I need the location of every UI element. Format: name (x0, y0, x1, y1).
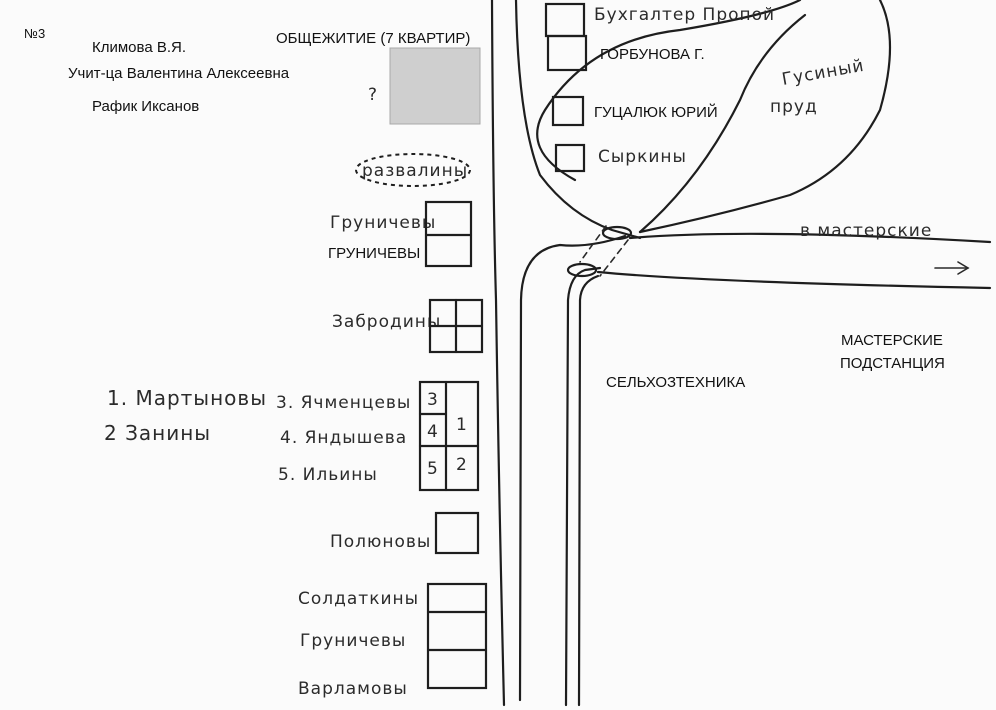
accountant-house (544, 2, 586, 38)
apartment-block (418, 380, 480, 492)
bottom-houses (426, 582, 488, 690)
bottom-family-2: Груничевы (300, 631, 406, 651)
polyunovy-house (434, 511, 480, 555)
main-road-east-edge (514, 0, 642, 240)
bottom-family-1: Солдаткины (298, 589, 419, 609)
pond-label-1: Гусиный (780, 56, 866, 90)
zabrodiny-label: Забродины (332, 312, 441, 332)
substation-label: ПОДСТАНЦИЯ (840, 355, 945, 372)
header-line-1: Климова В.Я. (92, 39, 186, 56)
ruins-label: развалины (362, 161, 468, 181)
bottom-family-3: Варламовы (298, 679, 408, 699)
list-right-1: 3. Ячменцевы (276, 393, 411, 413)
pond-inner-shore (638, 13, 807, 234)
side-road-east-edge (577, 274, 600, 707)
gruniche-typed: ГРУНИЧЕВЫ (328, 245, 420, 262)
gorbunova-label: ГОРБУНОВА Г. (600, 46, 705, 63)
dormitory-building (389, 47, 481, 125)
gorbunova-house (546, 34, 588, 72)
accountant-label: Бухгалтер Пропой (594, 5, 775, 25)
block-number-2: 2 (456, 455, 468, 475)
polyunovy-label: Полюновы (330, 532, 431, 552)
list-right-2: 4. Яндышева (280, 428, 407, 448)
list-left-1: 1. Мартыновы (107, 386, 267, 410)
pond-label-2: пруд (770, 97, 818, 117)
question-mark: ? (368, 85, 378, 105)
road-to-workshops-north (628, 232, 992, 244)
workshops-label: МАСТЕРСКИЕ (841, 332, 943, 349)
list-left-2: 2 Занины (104, 421, 211, 445)
main-road-inner-edge (518, 234, 627, 702)
selkhoztekhnika-label: СЕЛЬХОЗТЕХНИКА (606, 374, 745, 391)
side-road-west-edge (564, 266, 602, 707)
main-road-west-edge (490, 0, 506, 707)
dormitory-label: ОБЩЕЖИТИЕ (7 КВАРТИР) (276, 30, 470, 47)
gruniche-handwritten: Груничевы (330, 213, 436, 233)
arrow-head-icon (957, 261, 970, 275)
pond-outline (536, 0, 892, 234)
syrkiny-house (554, 143, 586, 173)
list-right-3: 5. Ильины (278, 465, 378, 485)
ruins-outline (355, 153, 471, 187)
culvert-south (566, 262, 598, 278)
block-number-5: 5 (427, 459, 439, 479)
culvert-north (601, 225, 633, 241)
road-to-workshops-south (596, 270, 992, 290)
block-number-4: 4 (427, 422, 439, 442)
map-number: №3 (24, 26, 45, 41)
dashed-crossing (579, 225, 629, 277)
syrkiny-label: Сыркины (598, 147, 687, 167)
header-line-3: Рафик Иксанов (92, 98, 199, 115)
gutsalyuk-house (551, 95, 585, 127)
gutsalyuk-label: ГУЦАЛЮК ЮРИЙ (594, 103, 718, 121)
block-number-1: 1 (456, 415, 468, 435)
header-line-2: Учит-ца Валентина Алексеевна (68, 65, 290, 82)
to-workshops-label: в мастерские (800, 221, 932, 241)
block-number-3: 3 (427, 390, 439, 410)
